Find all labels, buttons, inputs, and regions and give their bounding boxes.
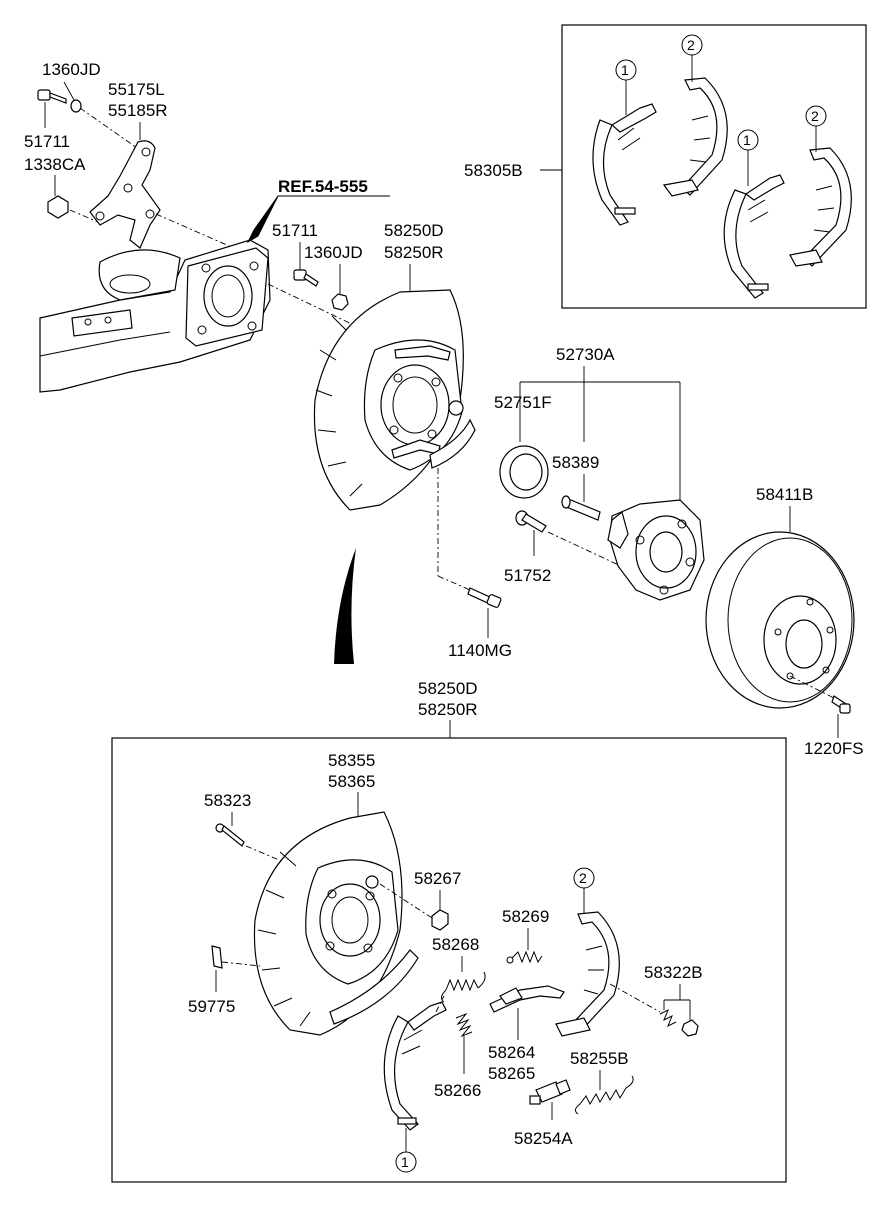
bracket-55175l xyxy=(89,140,161,249)
backing-plate-detail-box xyxy=(111,737,787,1183)
label-58255b: 58255B xyxy=(570,1049,629,1068)
label-58389: 58389 xyxy=(552,453,599,472)
backing-plate-assembly xyxy=(313,289,476,511)
label-58365: 58365 xyxy=(328,772,375,791)
assembly-arrow-icon xyxy=(334,548,356,664)
bolt-1140mg xyxy=(467,587,502,608)
svg-text:1: 1 xyxy=(743,132,751,148)
label-58254a: 58254A xyxy=(514,1129,573,1148)
label-58355: 58355 xyxy=(328,751,375,770)
bolt-51711-top xyxy=(37,89,67,104)
hub-bolt-58389 xyxy=(561,495,601,521)
brake-shoe-1b xyxy=(723,174,785,299)
bolt-51711-mid xyxy=(293,269,319,287)
brake-shoe-2-detail xyxy=(555,911,620,1037)
svg-text:2: 2 xyxy=(687,37,695,53)
hub-assembly xyxy=(607,499,705,601)
label-51711-top: 51711 xyxy=(24,132,70,151)
brake-disc-58411b xyxy=(705,531,855,709)
kit-part-number: 58305B xyxy=(464,161,523,180)
spring-58322b xyxy=(659,1008,699,1037)
label-58268: 58268 xyxy=(432,935,479,954)
lever-58264 xyxy=(489,985,565,1013)
svg-text:1: 1 xyxy=(621,62,629,78)
svg-text:2: 2 xyxy=(579,870,587,886)
washer-1360jd-top xyxy=(70,99,82,113)
label-58250r-top: 58250R xyxy=(384,243,444,262)
svg-text:2: 2 xyxy=(811,108,819,124)
spring-58268 xyxy=(440,971,486,1003)
label-58411b: 58411B xyxy=(756,485,813,504)
label-51752: 51752 xyxy=(504,566,551,585)
label-58265: 58265 xyxy=(488,1064,535,1083)
label-58250d-top: 58250D xyxy=(384,221,444,240)
label-1338ca: 1338CA xyxy=(24,155,86,174)
screw-1220fs xyxy=(831,695,851,714)
shoe-kit-box xyxy=(561,24,867,309)
reference-label: REF.54-555 xyxy=(278,177,368,196)
pin-59775 xyxy=(211,945,223,969)
brake-shoe-2a xyxy=(662,77,728,197)
label-1220fs: 1220FS xyxy=(804,739,864,758)
label-58250r-low: 58250R xyxy=(418,700,478,719)
detail-callout-1 xyxy=(395,1151,417,1173)
label-52730a: 52730A xyxy=(556,345,615,364)
label-58250d-low: 58250D xyxy=(418,679,478,698)
brake-shoe-2b xyxy=(789,147,852,267)
backing-plate-58355 xyxy=(253,811,419,1036)
label-58267: 58267 xyxy=(414,869,461,888)
pin-58323 xyxy=(215,823,245,847)
spring-58266 xyxy=(455,1012,473,1038)
brake-shoe-1a xyxy=(592,103,657,226)
label-58266: 58266 xyxy=(434,1081,481,1100)
spring-58269 xyxy=(506,950,543,964)
label-55185r: 55185R xyxy=(108,101,168,120)
reference-arrow xyxy=(246,195,279,244)
brake-shoe-1-detail xyxy=(383,1001,447,1131)
label-51711-mid: 51711 xyxy=(272,221,318,240)
svg-text:1: 1 xyxy=(401,1154,409,1170)
label-1360jd-mid: 1360JD xyxy=(304,243,363,262)
label-58322b: 58322B xyxy=(644,963,703,982)
label-58269: 58269 xyxy=(502,907,549,926)
label-1360jd-top: 1360JD xyxy=(42,60,101,79)
adjuster-58254a xyxy=(529,1079,571,1105)
nut-1360jd-mid xyxy=(331,293,349,311)
rear-axle-carrier xyxy=(39,239,271,393)
label-58323: 58323 xyxy=(204,791,251,810)
label-55175l: 55175L xyxy=(108,80,165,99)
seal-ring-52751f xyxy=(499,445,549,499)
spring-58255b xyxy=(574,1075,634,1115)
nut-1338ca xyxy=(47,195,69,219)
label-52751f: 52751F xyxy=(494,393,552,412)
clip-58267 xyxy=(431,909,449,931)
stud-51752 xyxy=(515,510,547,533)
label-58264: 58264 xyxy=(488,1043,535,1062)
label-59775: 59775 xyxy=(188,997,235,1016)
label-1140mg: 1140MG xyxy=(448,641,512,660)
